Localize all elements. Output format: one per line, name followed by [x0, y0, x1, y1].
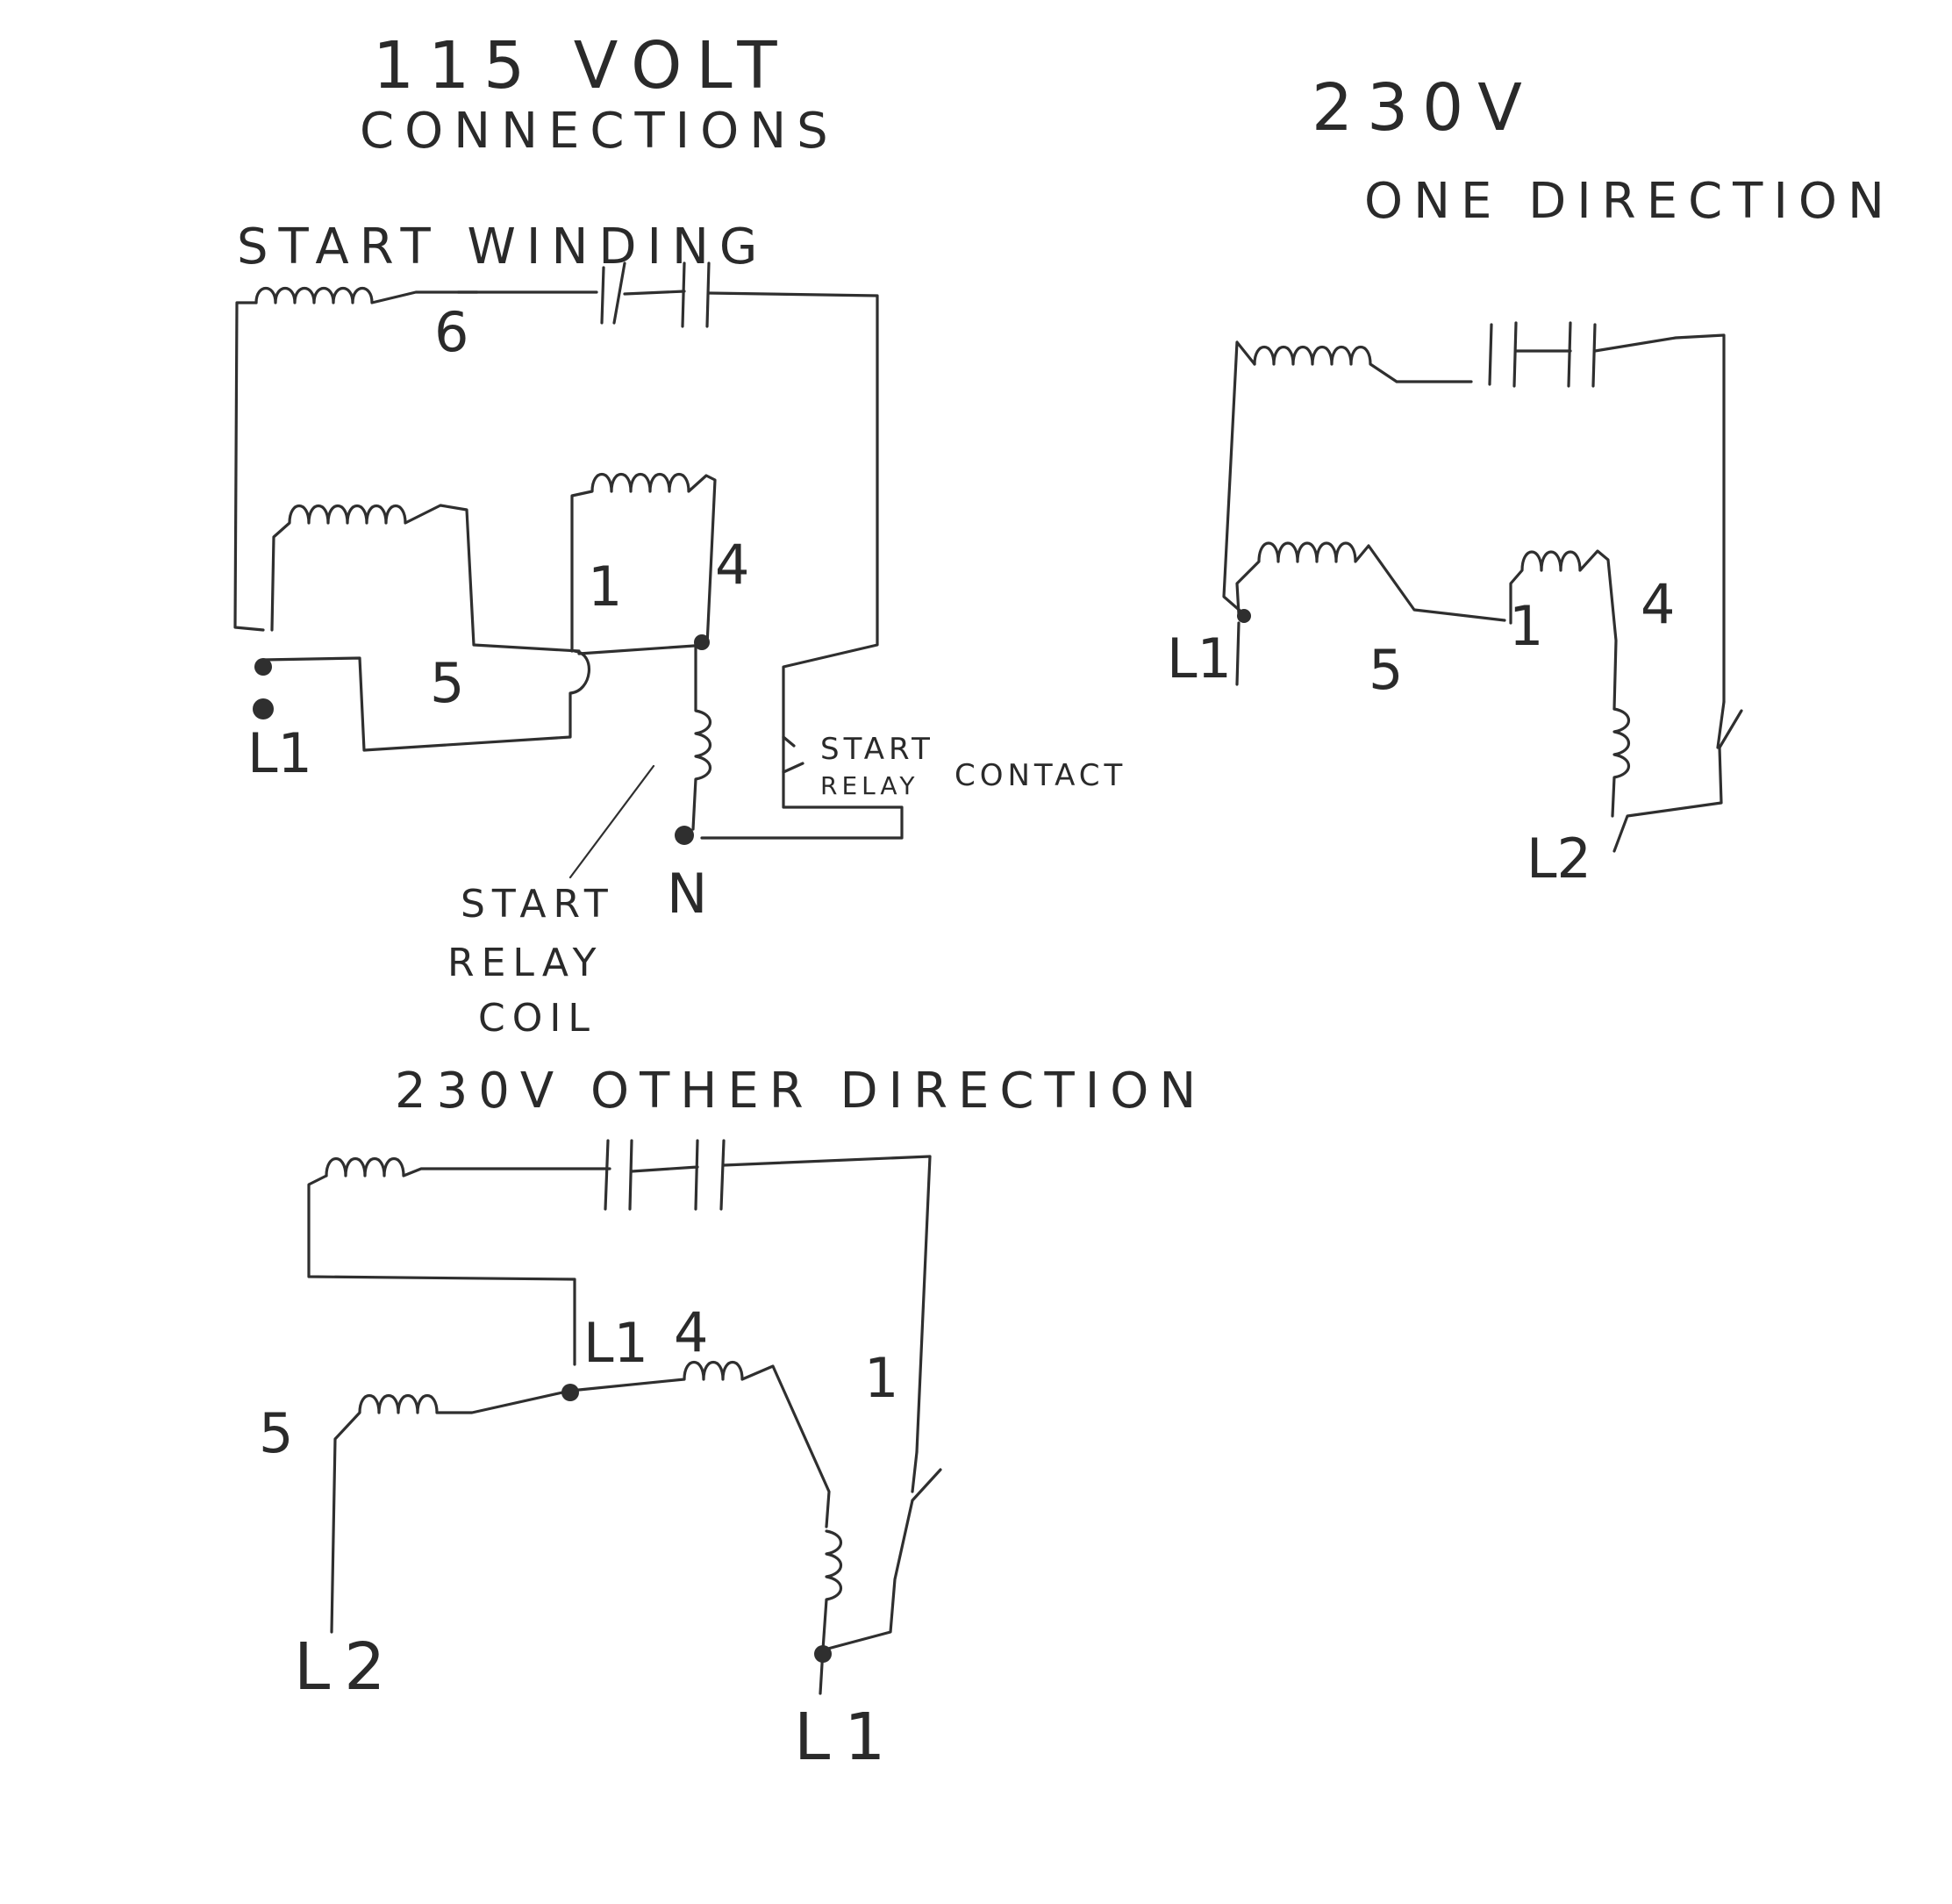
terminal-5-label-230-one: 5: [1369, 638, 1403, 702]
start-relay-coil-line2: RELAY: [447, 941, 603, 985]
switch-lower-230-one: [1612, 746, 1723, 853]
start-relay-contact-line1: START: [820, 732, 934, 767]
terminal-dot-N-115: [675, 826, 694, 845]
run-winding-4-1-coil-230-other: [568, 1361, 831, 1528]
jumper-L1-to-1: [261, 649, 590, 752]
start-winding-coil-230-one: [1253, 346, 1473, 383]
terminal-5-label-230-other: 5: [259, 1401, 293, 1465]
run-winding-1-4-coil: [570, 473, 717, 653]
switch-230-other: [823, 1450, 942, 1651]
start-relay-contact-line2: RELAY: [820, 771, 919, 800]
capacitor-symbol-230-other: [604, 1139, 726, 1211]
run-winding-5-coil: [270, 504, 581, 653]
start-winding-coil-230-other: [325, 1157, 611, 1177]
terminal-1-label-230-one: 1: [1509, 594, 1543, 658]
relay-coil-230-one: [1611, 707, 1631, 818]
capacitor-wire-right-230-one: [1593, 333, 1726, 704]
switch-230-one: [1716, 700, 1743, 749]
capacitor-wire-right-230-other: [722, 1155, 932, 1454]
terminal-4-label-115: 4: [715, 533, 749, 597]
start-winding-coil: [254, 287, 479, 304]
start-relay-contact-line3: CONTACT: [955, 758, 1126, 793]
terminal-L1-top-label-230-other: L1: [583, 1311, 648, 1375]
terminal-1-label-230-other: 1: [864, 1346, 898, 1410]
terminal-6-label: 6: [434, 300, 468, 364]
terminal-dot-L1-115: [254, 658, 272, 676]
junction-4-bus: [577, 643, 709, 655]
terminal-4-label-230-other: 4: [674, 1300, 708, 1364]
start-winding-left-wire: [233, 301, 265, 632]
title-230v-one-line1: 230V: [1312, 70, 1536, 146]
title-230v-other: 230V OTHER DIRECTION: [395, 1063, 1206, 1120]
terminal-dot-L1-230-one: [1237, 609, 1251, 623]
terminal-1-label-115: 1: [588, 555, 622, 619]
line-L2-label-230-one: L2: [1527, 827, 1591, 891]
diagram-115v: 115 VOLT CONNECTIONS START WINDING 6 1 4…: [233, 28, 1126, 1041]
run-winding-5-coil-230-other: [330, 1389, 572, 1634]
terminal-dot-L1-lower-115: [253, 698, 274, 719]
title-115v-line1: 115 VOLT: [373, 28, 791, 104]
line-L1-label-115: L1: [247, 721, 312, 785]
left-lead-L1-230-one: [1235, 621, 1241, 686]
coil-leader-line: [568, 764, 655, 879]
start-loop-left-230-other: [307, 1174, 576, 1366]
terminal-dot-L1-bottom-230-other: [814, 1645, 832, 1663]
line-N-label-115: N: [667, 862, 707, 926]
capacitor-symbol-230-one: [1488, 321, 1597, 388]
run-winding-1-4-coil-230-one: [1509, 549, 1618, 711]
junction-dot-4-115: [694, 634, 710, 650]
junction-dot-L1-230-other: [561, 1384, 579, 1401]
start-loop-left-230-one: [1222, 340, 1256, 616]
relay-coil-230-other: [819, 1529, 843, 1695]
start-winding-label: START WINDING: [237, 218, 768, 276]
title-230v-one-line2: ONE DIRECTION: [1364, 173, 1895, 230]
start-relay-coil: [691, 643, 712, 831]
title-115v-line2: CONNECTIONS: [360, 103, 839, 160]
capacitor-symbol: [600, 261, 711, 328]
start-relay-coil-line1: START: [461, 882, 615, 927]
terminal-4-label-230-one: 4: [1641, 572, 1675, 636]
start-relay-contact-switch: [782, 735, 804, 774]
start-relay-coil-line3: COIL: [478, 996, 597, 1041]
terminal-5-label-115: 5: [430, 651, 464, 715]
line-L2-label-230-other: L2: [294, 1629, 399, 1705]
terminal-L1-label-230-one: L1: [1167, 626, 1232, 691]
run-winding-5-coil-230-one: [1235, 541, 1506, 622]
line-L1-bottom-label-230-other: L1: [794, 1700, 899, 1775]
diagram-230v-one-direction: 230V ONE DIRECTION L1 5 1 4 L2: [1167, 70, 1895, 891]
diagram-230v-other-direction: 230V OTHER DIRECTION L1 4 1 5 L2 L1: [259, 1063, 1206, 1775]
